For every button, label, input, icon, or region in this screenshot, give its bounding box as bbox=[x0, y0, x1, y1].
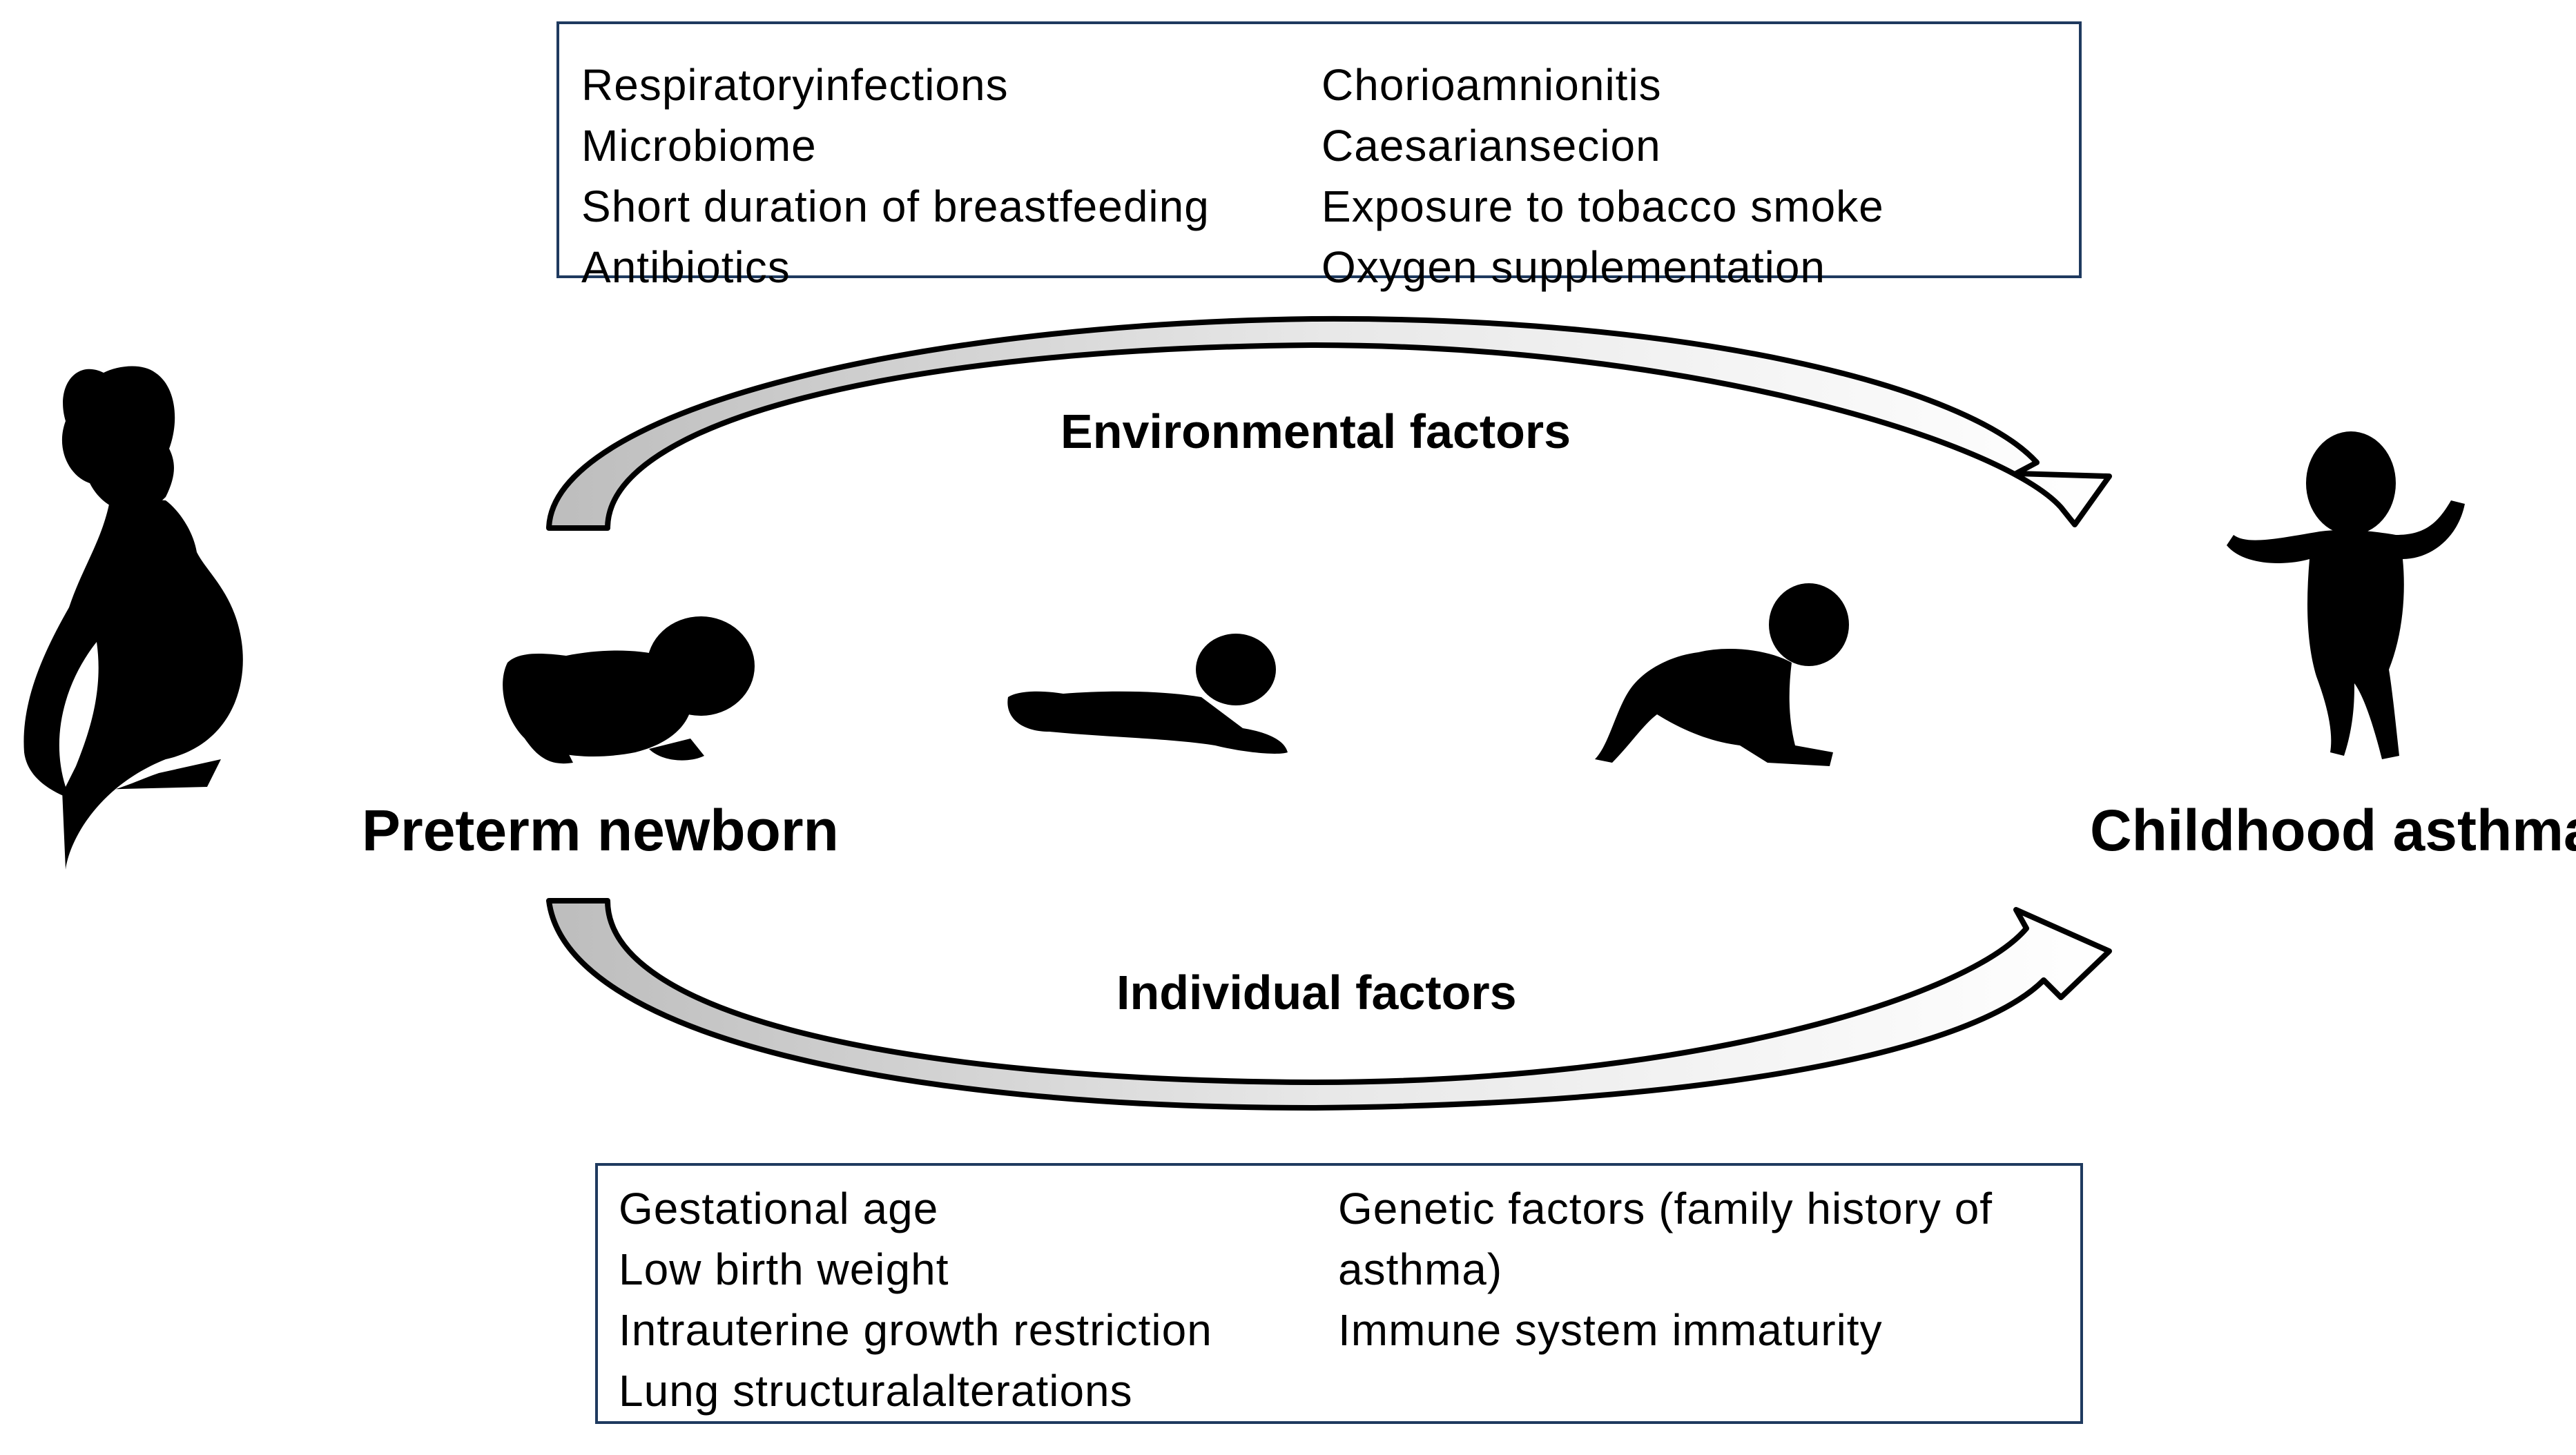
environmental-factors-label: Environmental factors bbox=[1061, 404, 1571, 458]
list-item: Antibiotics bbox=[581, 242, 791, 292]
list-item: Lung structuralalterations bbox=[619, 1366, 1133, 1416]
list-item: Genetic factors (family history of asthm… bbox=[1338, 1184, 1993, 1294]
prone-infant-icon bbox=[1007, 634, 1288, 754]
list-item: Respiratoryinfections bbox=[581, 60, 1009, 110]
pregnant-woman-icon bbox=[23, 366, 243, 870]
list-item: Oxygen supplementation bbox=[1321, 242, 1826, 292]
individual-factors-box: Gestational age Low birth weight Intraut… bbox=[595, 1163, 2083, 1424]
individual-factors-list-left: Gestational age Low birth weight Intraut… bbox=[619, 1178, 1212, 1421]
list-item: Exposure to tobacco smoke bbox=[1321, 182, 1884, 231]
individual-arrow bbox=[546, 898, 2112, 1111]
individual-factors-list-right: Genetic factors (family history of asthm… bbox=[1338, 1178, 2070, 1360]
list-item: Intrauterine growth restriction bbox=[619, 1305, 1212, 1355]
individual-factors-label: Individual factors bbox=[1116, 966, 1517, 1019]
list-item: Caesariansecion bbox=[1321, 121, 1661, 170]
crawling-infant-icon bbox=[1595, 583, 1849, 766]
list-item: Immune system immaturity bbox=[1338, 1305, 1883, 1355]
list-item: Microbiome bbox=[581, 121, 817, 170]
list-item: Low birth weight bbox=[619, 1244, 949, 1294]
preterm-newborn-label: Preterm newborn bbox=[362, 798, 839, 863]
list-item: Gestational age bbox=[619, 1184, 939, 1233]
environmental-factors-list-right: Chorioamnionitis Caesariansecion Exposur… bbox=[1321, 55, 1884, 297]
environmental-factors-list-left: Respiratoryinfections Microbiome Short d… bbox=[581, 55, 1210, 297]
environmental-arrow bbox=[546, 315, 2112, 531]
walking-toddler-icon bbox=[2227, 431, 2465, 759]
newborn-icon bbox=[503, 616, 755, 764]
list-item: Chorioamnionitis bbox=[1321, 60, 1662, 110]
childhood-asthma-label: Childhood asthma bbox=[2090, 798, 2576, 863]
environmental-factors-box: Respiratoryinfections Microbiome Short d… bbox=[556, 21, 2082, 292]
list-item: Short duration of breastfeeding bbox=[581, 182, 1210, 231]
